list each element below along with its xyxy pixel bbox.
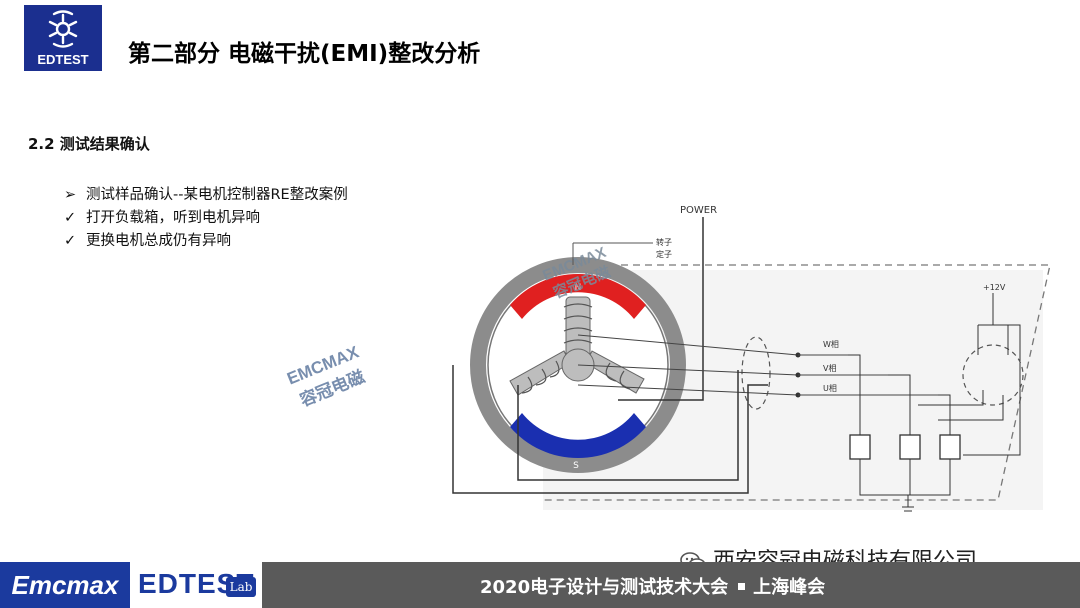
hall-sensor-circle	[962, 344, 1024, 406]
motor-circuit-diagram: N S POWER 转子 定子 W相 V相 U相 +12V	[452, 205, 1050, 512]
south-magnet	[510, 413, 646, 459]
lab-badge: Lab	[226, 577, 256, 597]
north-magnet	[510, 273, 646, 319]
ground-icon	[902, 495, 914, 512]
check-icon: ✓	[64, 210, 77, 226]
watermark: EMCMAX 容冠电磁	[284, 342, 368, 411]
bullet-text: 打开负载箱，听到电机异响	[86, 210, 260, 226]
stator-ring	[470, 257, 686, 473]
logo-text: EDTEST	[37, 52, 89, 67]
bullet-text: 更换电机总成仍有异响	[86, 233, 231, 249]
footer-bar: Emcmax EDTEST Lab 2020电子设计与测试技术大会 上海峰会	[0, 562, 1080, 608]
conference-name: 2020电子设计与测试技术大会	[480, 577, 729, 598]
edtest-emblem-icon	[48, 10, 78, 48]
edtest-logo: EDTEST	[24, 5, 102, 71]
stator-coils	[509, 296, 645, 396]
bullet-item: ➢ 测试样品确认--某电机控制器RE整改案例	[64, 184, 348, 207]
bullet-text: 测试样品确认--某电机控制器RE整改案例	[86, 187, 348, 203]
rotor-label: 转子	[656, 237, 672, 247]
check-icon: ✓	[64, 233, 77, 249]
phase-u-label: U相	[823, 383, 837, 393]
power-label: POWER	[680, 205, 717, 216]
conference-venue: 上海峰会	[753, 577, 826, 598]
arrow-bullet-icon: ➢	[64, 187, 77, 203]
phase-v-label: V相	[823, 363, 836, 373]
north-label: N	[575, 283, 582, 293]
section-title: 2.2 测试结果确认	[28, 135, 150, 153]
south-label: S	[573, 461, 579, 471]
emcmax-logo: Emcmax	[0, 562, 130, 608]
edtest-lab-logo: EDTEST Lab	[130, 562, 262, 608]
stator-label: 定子	[656, 249, 672, 259]
cable-bundle	[741, 336, 771, 410]
bullet-list: ➢ 测试样品确认--某电机控制器RE整改案例 ✓ 打开负载箱，听到电机异响 ✓ 更换电…	[64, 184, 348, 253]
page-title: 第二部分 电磁干扰(EMI)整改分析	[128, 41, 481, 67]
phase-w-label: W相	[823, 339, 839, 349]
separator-square-icon	[738, 583, 746, 590]
conference-title: 2020电子设计与测试技术大会 上海峰会	[480, 573, 825, 599]
bullet-item: ✓ 打开负载箱，听到电机异响	[64, 207, 348, 230]
bullet-item: ✓ 更换电机总成仍有异响	[64, 230, 348, 253]
power-line	[618, 217, 704, 401]
driver-transistors	[849, 434, 961, 460]
voltage-label: +12V	[983, 283, 1006, 292]
